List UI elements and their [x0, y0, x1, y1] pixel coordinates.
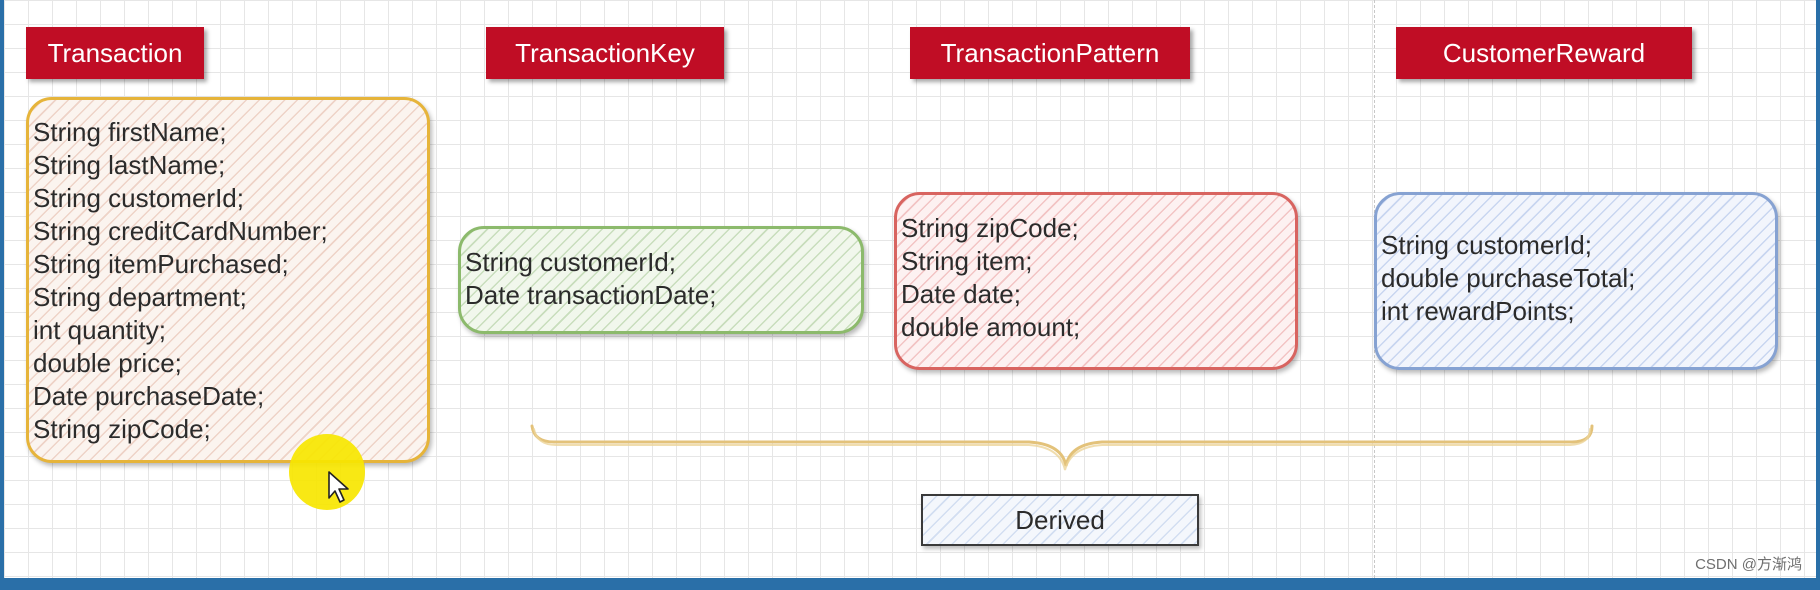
watermark-text: CSDN @方渐鸿	[1695, 556, 1802, 573]
field-line: String customerId;	[465, 247, 676, 277]
field-line: String item;	[901, 246, 1033, 276]
mouse-cursor-highlight	[289, 434, 365, 510]
field-line: String creditCardNumber;	[33, 216, 328, 246]
derived-label-box: Derived	[921, 494, 1199, 546]
header-transaction-pattern: TransactionPattern	[910, 27, 1190, 79]
field-line: int rewardPoints;	[1381, 296, 1575, 326]
field-line: int quantity;	[33, 315, 166, 345]
cursor-arrow-icon	[328, 471, 349, 503]
field-line: String itemPurchased;	[33, 249, 289, 279]
field-line: String lastName;	[33, 150, 226, 180]
field-line: double purchaseTotal;	[1381, 263, 1636, 293]
field-line: String customerId;	[33, 183, 244, 213]
header-transaction: Transaction	[26, 27, 204, 79]
field-line: double price;	[33, 348, 182, 378]
diagram-canvas: Transaction TransactionKey TransactionPa…	[4, 0, 1816, 578]
customer-reward-fields-box: String customerId; double purchaseTotal;…	[1374, 192, 1778, 370]
header-transaction-key: TransactionKey	[486, 27, 724, 79]
curly-brace-connector	[530, 424, 1594, 471]
transaction-pattern-fields-box: String zipCode; String item; Date date; …	[894, 192, 1298, 370]
field-line: String customerId;	[1381, 230, 1592, 260]
field-line: String zipCode;	[901, 213, 1079, 243]
field-line: String zipCode;	[33, 414, 211, 444]
field-line: Date transactionDate;	[465, 280, 717, 310]
header-customer-reward: CustomerReward	[1396, 27, 1692, 79]
field-line: String firstName;	[33, 117, 227, 147]
transaction-fields-box: String firstName; String lastName; Strin…	[26, 97, 430, 463]
field-line: double amount;	[901, 312, 1081, 342]
field-line: Date purchaseDate;	[33, 381, 265, 411]
field-line: String department;	[33, 282, 247, 312]
transaction-key-fields-box: String customerId; Date transactionDate;	[458, 226, 864, 334]
field-line: Date date;	[901, 279, 1021, 309]
